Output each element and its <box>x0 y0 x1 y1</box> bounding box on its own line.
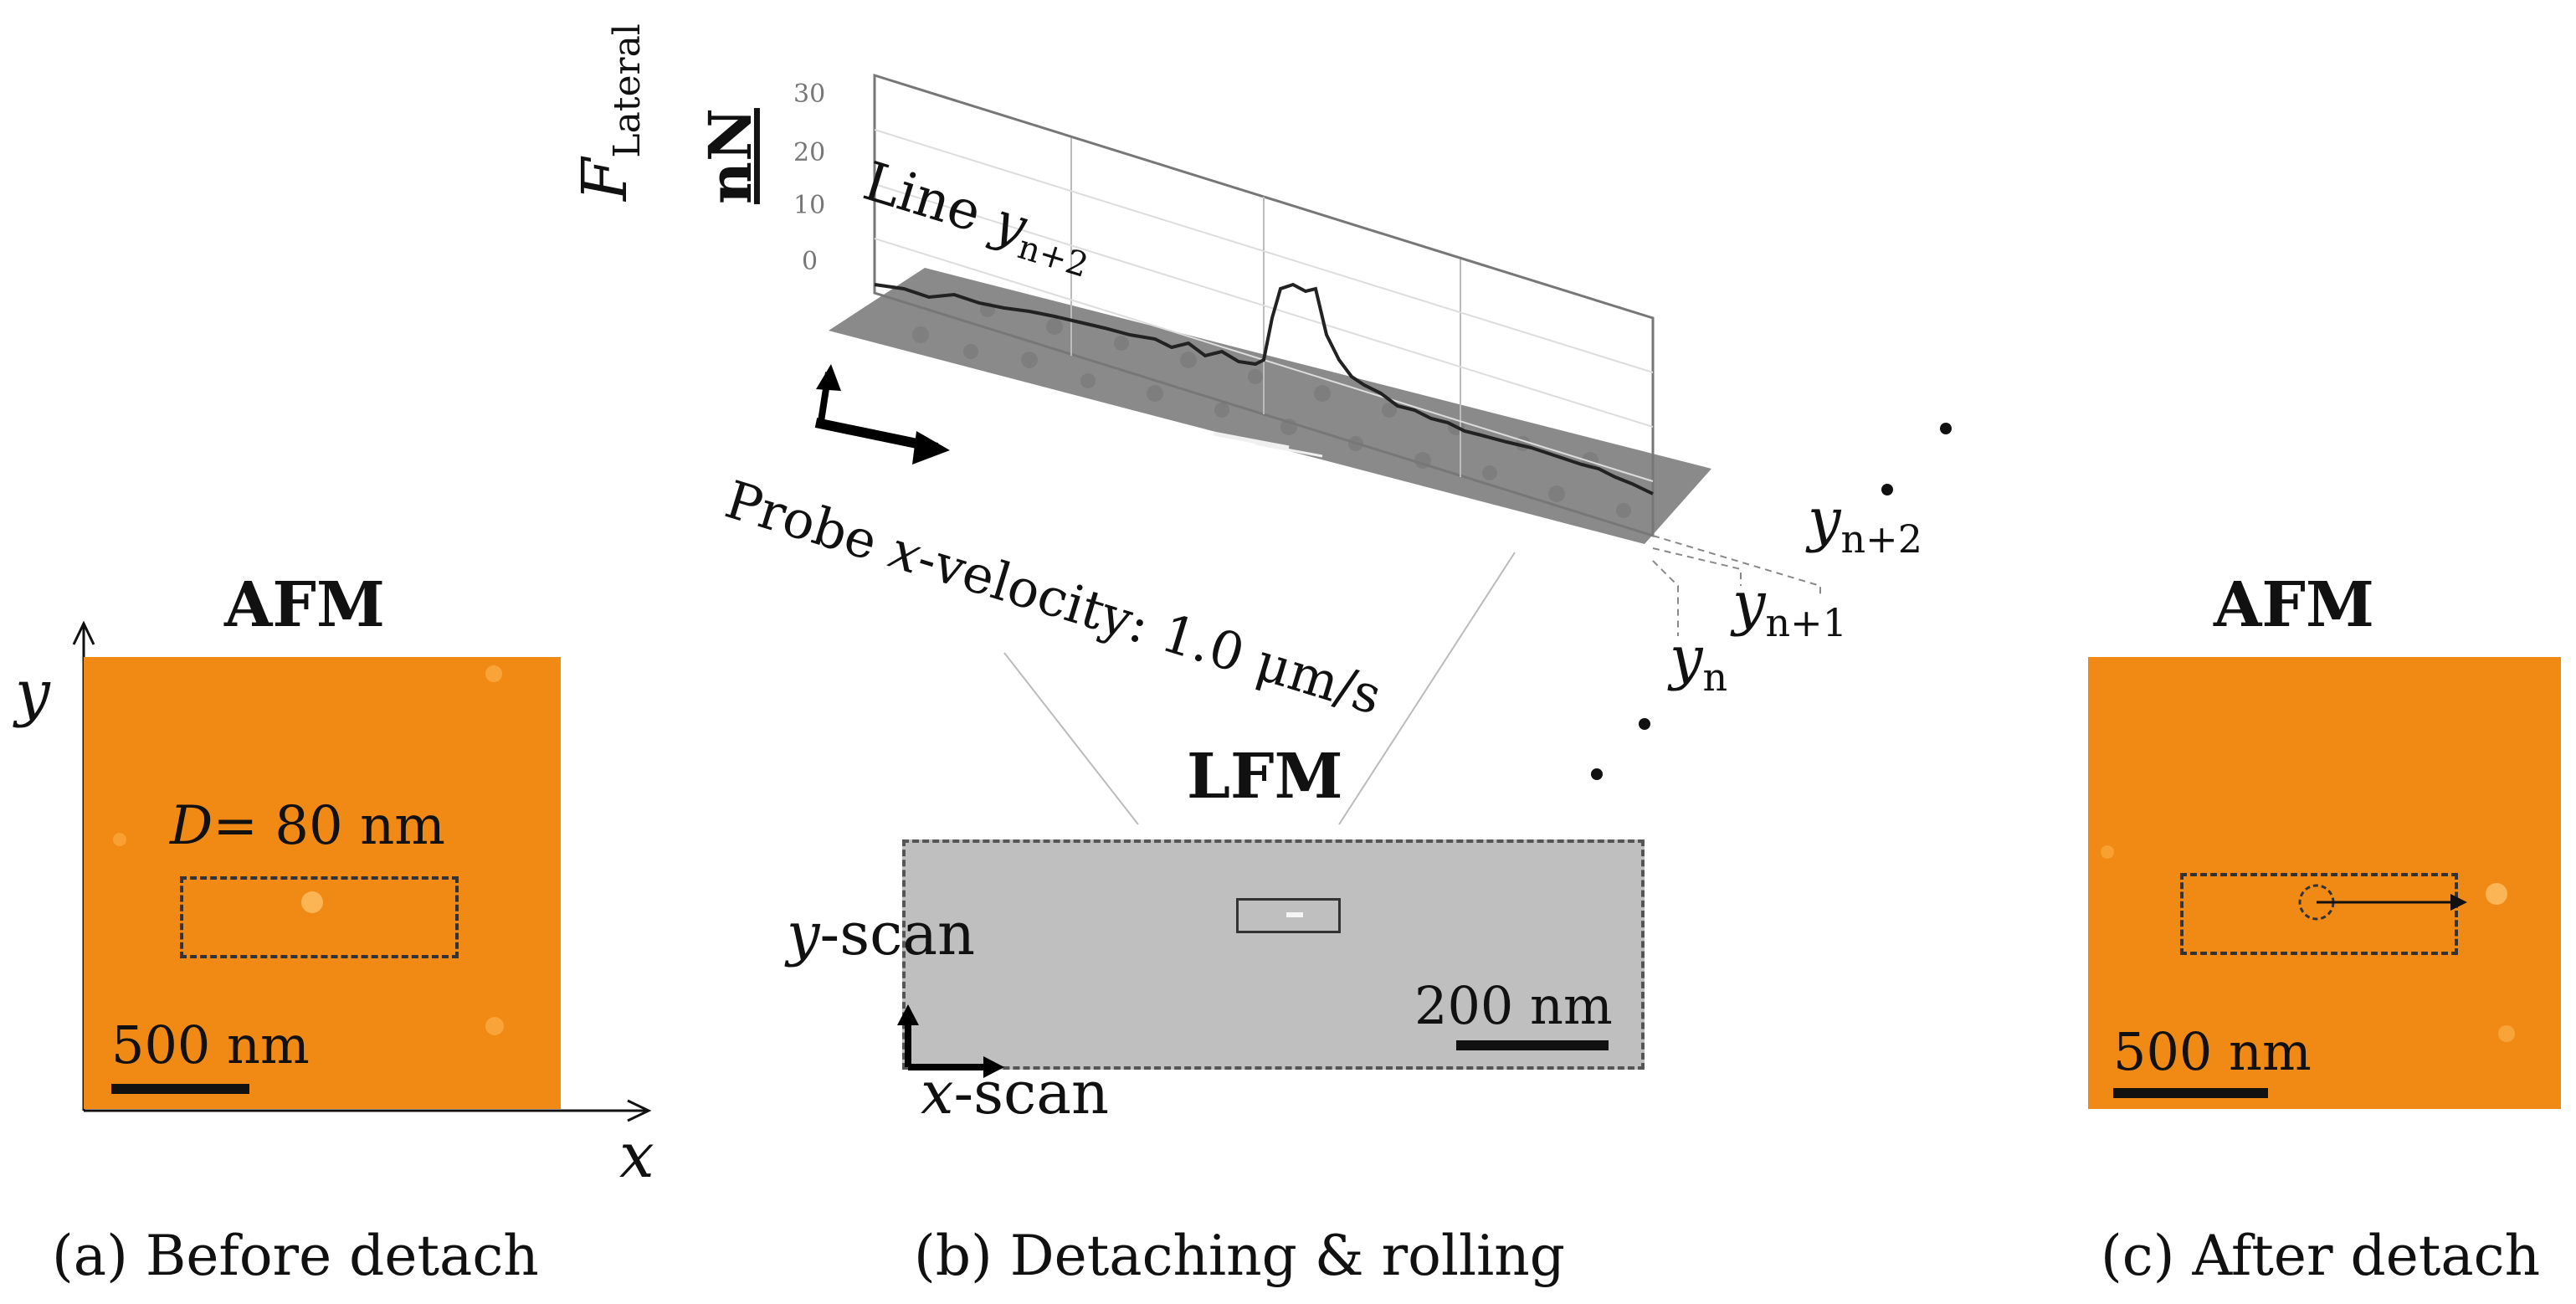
panel-c-scale-label: 500 nm <box>2113 1021 2312 1082</box>
lfm-title: LFM <box>1187 741 1343 813</box>
row-var: y <box>1732 569 1766 638</box>
force-trace <box>874 282 1654 495</box>
panel-c-afm-image <box>2088 657 2561 1109</box>
selection-rect <box>180 876 459 958</box>
row-sub: n <box>1702 655 1728 700</box>
panel-a-scale-label: 500 nm <box>111 1014 310 1076</box>
panel-a-afm-image <box>84 657 561 1109</box>
diameter-value: = 80 nm <box>213 795 445 857</box>
y-scan-var: y <box>787 900 820 968</box>
panel-a-caption: (a) Before detach <box>52 1224 539 1288</box>
row-sub: n+1 <box>1765 600 1847 645</box>
row-label-yn1: yn+1 <box>1732 569 1847 645</box>
particle <box>2498 1025 2515 1042</box>
panel-a-y-axis-label: y <box>15 657 50 729</box>
y-scan-label: y-scan <box>787 900 975 968</box>
x-scan-var: x <box>921 1059 954 1127</box>
force-tick: 20 <box>793 138 826 167</box>
row-label-yn: yn <box>1670 624 1727 700</box>
force-tick: 30 <box>793 80 826 109</box>
particle <box>485 665 502 682</box>
row-var: y <box>1808 485 1841 554</box>
panel-a-scale-bar <box>111 1084 249 1094</box>
row-label-yn2: yn+2 <box>1808 485 1922 562</box>
particle <box>485 1017 504 1035</box>
panel-a-title: AFM <box>224 569 385 641</box>
panel-c-caption: (c) After detach <box>2101 1224 2541 1288</box>
panel-b-scale-label: 200 nm <box>1414 975 1613 1036</box>
panel-a-x-axis-label: x <box>619 1120 654 1192</box>
particle <box>2101 845 2114 859</box>
lfm-particle <box>1286 912 1303 917</box>
particle <box>2486 883 2507 905</box>
surface-strip <box>829 268 1711 544</box>
y-scan-text: -scan <box>819 900 976 968</box>
lfm-image: 200 nm <box>902 839 1645 1070</box>
panel-b-scale-bar <box>1456 1040 1609 1050</box>
x-scan-label: x-scan <box>921 1059 1109 1127</box>
lfm-zoom-rect <box>1236 898 1341 933</box>
panel-b-caption: (b) Detaching & rolling <box>914 1224 1565 1288</box>
row-var: y <box>1670 624 1703 692</box>
x-scan-text: -scan <box>953 1059 1110 1127</box>
panel-c-scale-bar <box>2113 1088 2268 1098</box>
row-sub: n+2 <box>1840 516 1922 562</box>
panel-c-title: AFM <box>2214 569 2374 641</box>
particle <box>301 891 323 913</box>
force-tick: 0 <box>802 247 818 276</box>
diameter-label: D= 80 nm <box>170 795 445 857</box>
panel-c-selection-rect <box>2180 873 2458 955</box>
diameter-var: D <box>170 795 213 857</box>
force-tick: 10 <box>793 191 826 220</box>
particle <box>113 833 126 846</box>
